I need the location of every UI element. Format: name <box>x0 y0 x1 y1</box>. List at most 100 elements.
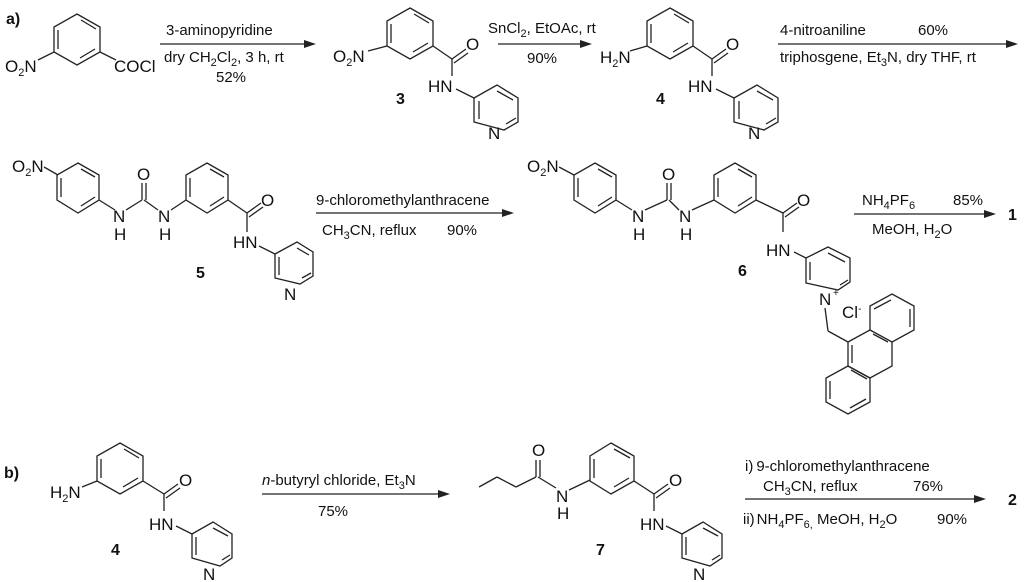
conditions-step-5: MeOH, H2O <box>872 221 952 241</box>
step-i-yield: 76% <box>913 478 943 495</box>
pyridine-ring <box>733 84 779 131</box>
compound-label-6: 6 <box>738 263 747 280</box>
step-ii-conditions: ii)NH4PF6, MeOH, H2O <box>743 511 897 531</box>
compound-label-5: 5 <box>196 265 205 282</box>
svg-text:H: H <box>680 225 692 244</box>
yield-step-b1: 75% <box>318 503 348 520</box>
positive-charge: + <box>833 288 839 299</box>
amino-group: H2N <box>600 48 631 70</box>
step-i-conditions: CH3CN, reflux <box>763 478 858 498</box>
benzene-ring <box>646 7 694 60</box>
conditions-step-3: triphosgene, Et3N, dry THF, rt <box>780 49 977 69</box>
compound-7: O N H O HN N 7 <box>478 441 723 582</box>
svg-text:N: N <box>679 207 691 226</box>
svg-text:N: N <box>488 124 500 143</box>
conditions-step-1: dry CH2Cl2, 3 h, rt <box>164 49 285 69</box>
benzene-ring <box>713 162 757 214</box>
svg-text:O: O <box>662 165 675 184</box>
benzene-ring <box>96 442 144 495</box>
benzene-ring <box>185 162 229 214</box>
reaction-arrow-b1: n-butyryl chloride, Et3N 75% <box>262 472 450 520</box>
yield-step-5: 85% <box>953 192 983 209</box>
pyridine-ring <box>274 241 314 285</box>
yield-step-1: 52% <box>216 69 246 86</box>
svg-text:O: O <box>669 471 682 490</box>
svg-text:N: N <box>203 565 215 582</box>
svg-text:N: N <box>693 565 705 582</box>
compound-label-7: 7 <box>596 542 605 559</box>
step-i-reagent: i)9-chloromethylanthracene <box>745 458 930 475</box>
pyridinium-ring <box>805 246 851 291</box>
chloride-counterion: Cl- <box>842 303 861 322</box>
reaction-arrow-2: SnCl2, EtOAc, rt 90% <box>488 20 597 67</box>
reaction-arrow-4: 9-chloromethylanthracene CH3CN, reflux 9… <box>316 192 514 242</box>
svg-text:H: H <box>159 225 171 244</box>
compound-3: O2N O HN N 3 <box>333 7 519 143</box>
nitro-group: O2N <box>527 157 559 179</box>
svg-text:HN: HN <box>428 77 453 96</box>
svg-text:N: N <box>632 207 644 226</box>
reaction-arrow-5: NH4PF6 85% MeOH, H2O <box>854 192 996 241</box>
reaction-arrow-1: 3-aminopyridine dry CH2Cl2, 3 h, rt 52% <box>160 22 316 86</box>
pyridine-ring <box>473 84 519 131</box>
svg-text:N: N <box>113 207 125 226</box>
reaction-arrow-b2: i)9-chloromethylanthracene CH3CN, reflux… <box>743 458 986 531</box>
reagent-4-nitroaniline: 4-nitroaniline <box>780 22 866 39</box>
reagent-nh4pf6: NH4PF6 <box>862 192 915 212</box>
svg-text:O: O <box>137 165 150 184</box>
svg-text:N: N <box>284 285 296 304</box>
reagent-3-aminopyridine: 3-aminopyridine <box>166 22 273 39</box>
svg-text:HN: HN <box>688 77 713 96</box>
pyridine-ring <box>191 521 233 567</box>
reaction-arrow-3: 4-nitroaniline 60% triphosgene, Et3N, dr… <box>778 22 1018 69</box>
anthracene-group <box>825 293 915 415</box>
compound-6: O2N N H O N H O HN N + Cl- <box>527 157 915 415</box>
amino-group: H2N <box>50 483 81 505</box>
svg-text:O: O <box>179 471 192 490</box>
part-a-label: a) <box>6 11 20 28</box>
compound-label-4: 4 <box>656 91 665 108</box>
nitro-group: O2N <box>5 57 37 79</box>
svg-text:H: H <box>114 225 126 244</box>
yield-step-4: 90% <box>447 222 477 239</box>
svg-text:HN: HN <box>640 515 665 534</box>
benzene-ring <box>589 442 635 495</box>
yield-step-3: 60% <box>918 22 948 39</box>
svg-text:O: O <box>466 35 479 54</box>
nitrophenyl-ring <box>56 162 100 214</box>
benzene-ring <box>53 13 101 66</box>
part-b-label: b) <box>4 465 19 482</box>
svg-text:H: H <box>557 504 569 523</box>
svg-text:N: N <box>158 207 170 226</box>
nitro-group: O2N <box>12 157 44 179</box>
compound-4: H2N O HN N 4 <box>600 7 779 143</box>
svg-text:O: O <box>532 441 545 460</box>
reagent-butyryl-chloride: n-butyryl chloride, Et3N <box>262 472 416 492</box>
compound-5: O2N N H O N H O HN N 5 <box>12 157 314 304</box>
nitrophenyl-ring <box>573 162 617 214</box>
acyl-chloride-group: COCl <box>114 57 156 76</box>
step-ii-yield: 90% <box>937 511 967 528</box>
product-label-2: 2 <box>1008 492 1017 509</box>
yield-step-2: 90% <box>527 50 557 67</box>
compound-4-b: H2N O HN N 4 <box>50 442 233 582</box>
svg-text:O: O <box>797 191 810 210</box>
benzene-ring <box>386 7 434 60</box>
reagent-9-chloromethylanthracene: 9-chloromethylanthracene <box>316 192 489 209</box>
pyridine-ring <box>681 521 723 567</box>
svg-text:HN: HN <box>766 241 791 260</box>
compound-label-3: 3 <box>396 91 405 108</box>
svg-text:O: O <box>261 191 274 210</box>
product-label-1: 1 <box>1008 207 1017 224</box>
nitro-group: O2N <box>333 47 365 69</box>
svg-text:HN: HN <box>233 233 258 252</box>
svg-text:HN: HN <box>149 515 174 534</box>
compound-label-4-b: 4 <box>111 542 120 559</box>
svg-text:N: N <box>819 290 831 309</box>
svg-text:N: N <box>556 487 568 506</box>
svg-text:O: O <box>726 35 739 54</box>
svg-text:H: H <box>633 225 645 244</box>
3-nitrobenzoyl-chloride: O2N COCl <box>5 13 156 79</box>
conditions-step-4: CH3CN, reflux <box>322 222 417 242</box>
